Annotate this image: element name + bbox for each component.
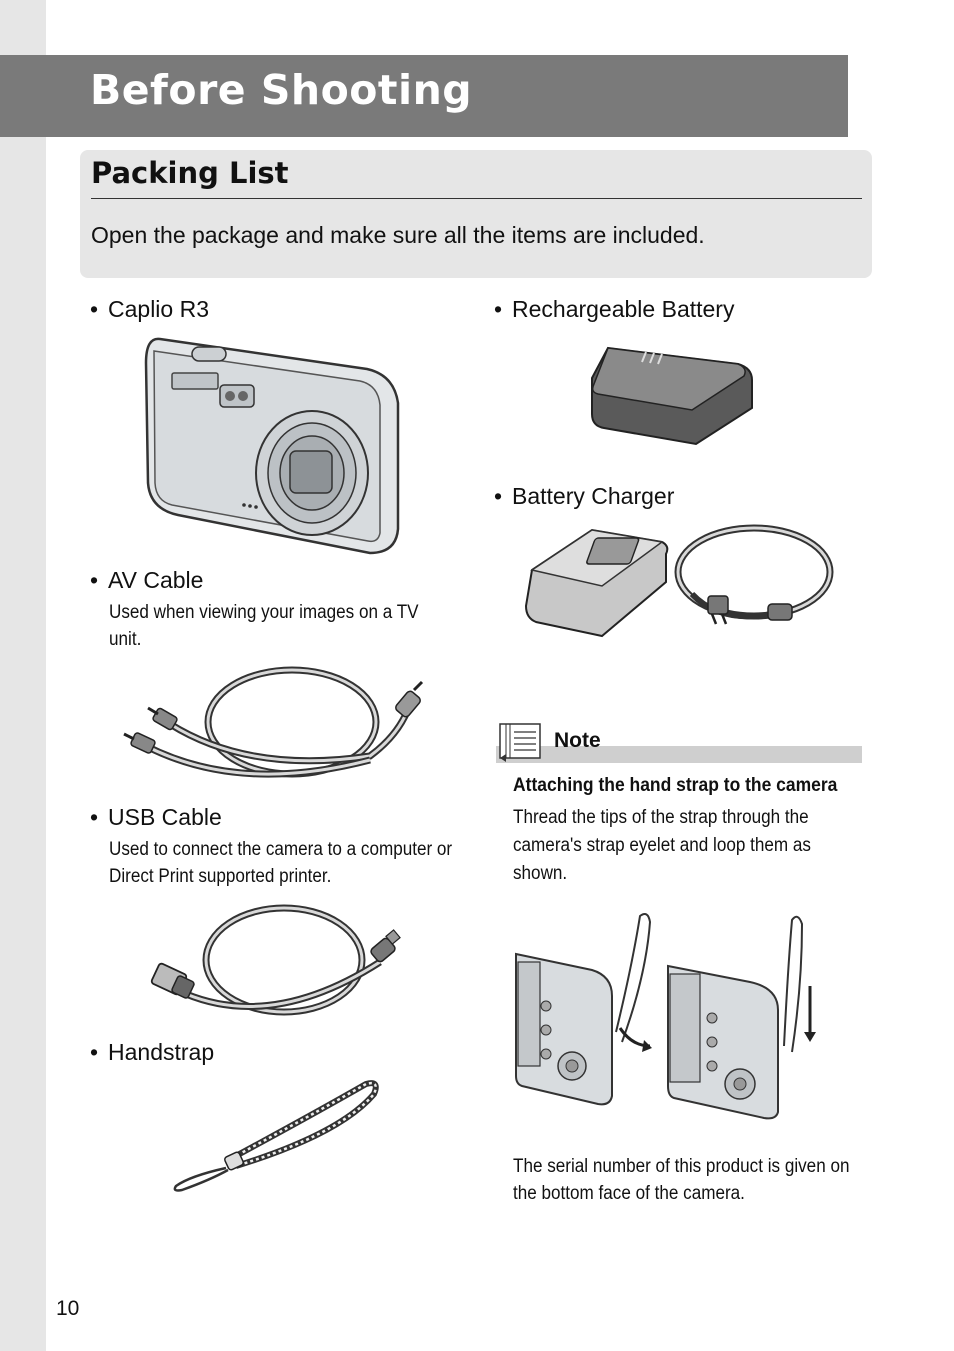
page-number: 10 [56,1297,80,1320]
section-intro: Open the package and make sure all the i… [91,222,705,248]
item-camera: •Caplio R3 [90,296,209,322]
item-charger: •Battery Charger [494,483,675,509]
serial-number-note: The serial number of this product is giv… [513,1156,850,1204]
charger-illustration [524,524,834,638]
item-battery: •Rechargeable Battery [494,296,735,322]
item-usb-cable: •USB Cable [90,804,222,830]
item-av-cable-label: AV Cable [108,567,204,593]
item-av-cable-desc: Used when viewing your images on a TV un… [109,602,419,650]
item-av-cable: •AV Cable [90,567,204,593]
item-usb-cable-desc: Used to connect the camera to a computer… [109,839,453,887]
chapter-banner [0,55,848,137]
note-label: Note [554,729,601,752]
battery-illustration [591,346,753,446]
av-cable-illustration [123,666,424,778]
note-bar [496,746,862,763]
page-margin-bar [0,0,46,1351]
note-heading-text: Attaching the hand strap to the camera [513,775,838,796]
item-battery-label: Rechargeable Battery [512,296,735,322]
item-handstrap: •Handstrap [90,1039,215,1065]
section-title: Packing List [91,156,289,190]
notepad-icon [499,723,541,762]
note-heading: Attaching the hand strap to the camera [513,775,866,797]
handstrap-illustration [173,1080,379,1192]
item-charger-label: Battery Charger [512,483,675,509]
item-handstrap-label: Handstrap [108,1039,215,1065]
section-divider [91,198,862,199]
camera-illustration [144,337,400,555]
usb-cable-illustration [150,904,401,1016]
item-usb-cable-label: USB Cable [108,804,222,830]
item-camera-label: Caplio R3 [108,296,209,322]
chapter-title: Before Shooting [90,66,473,114]
section-header-box [80,150,872,278]
note-body: Thread the tips of the strap through the… [513,807,811,884]
strap-attach-illustration [515,913,816,1120]
